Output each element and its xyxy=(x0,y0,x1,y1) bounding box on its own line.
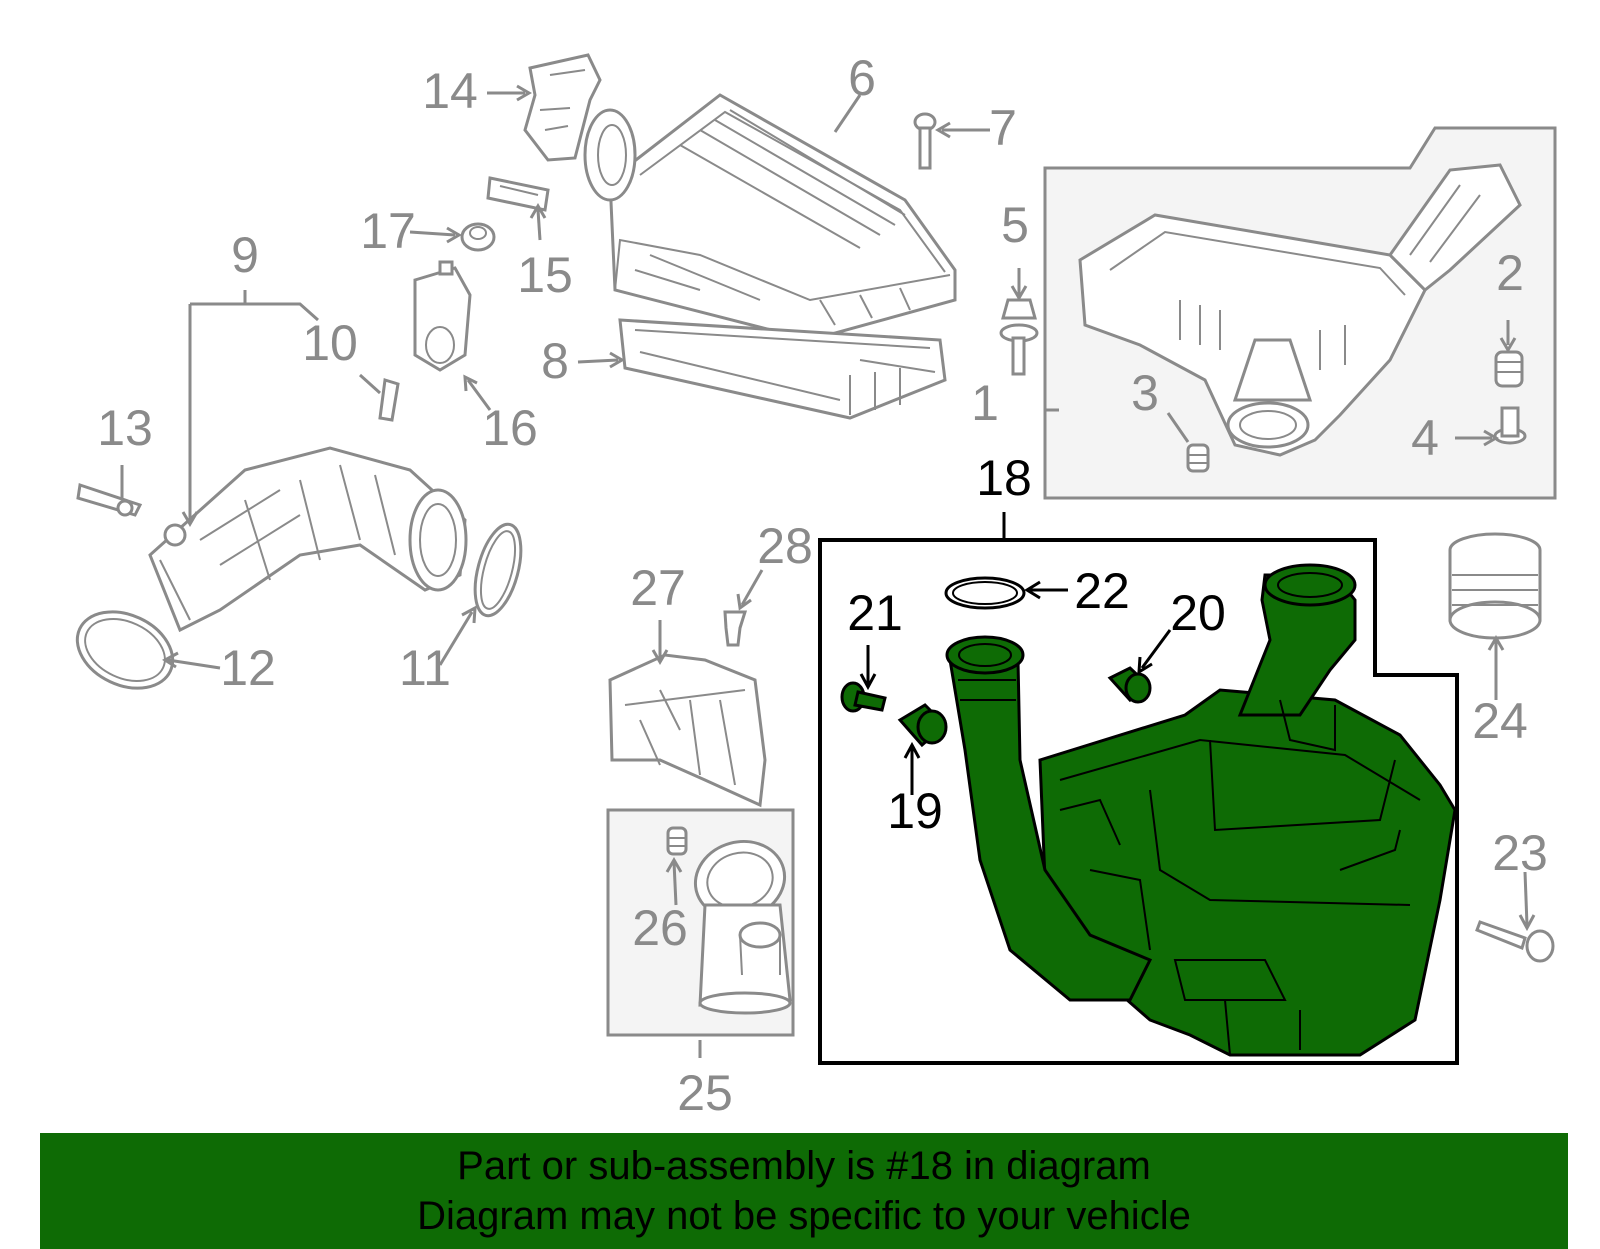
grommet-part-19[interactable] xyxy=(897,703,948,748)
air-filter-element-part-8[interactable] xyxy=(618,318,947,420)
banner-line-2: Diagram may not be specific to your vehi… xyxy=(417,1194,1191,1238)
hose-clamp-part-12[interactable] xyxy=(65,597,185,703)
air-cleaner-case-part-1[interactable] xyxy=(1078,163,1522,457)
callout-17: 17 xyxy=(360,203,416,259)
callout-8: 8 xyxy=(541,333,569,389)
rubber-boot-part-24[interactable] xyxy=(1448,532,1542,640)
callout-26: 26 xyxy=(632,900,688,956)
callout-1: 1 xyxy=(971,375,999,431)
bracket-part-27[interactable] xyxy=(608,653,767,808)
bolt-part-7[interactable] xyxy=(913,112,937,170)
callout-15: 15 xyxy=(517,247,573,303)
callout-9: 9 xyxy=(231,227,259,283)
callout-13: 13 xyxy=(97,400,153,456)
bolt-part-23[interactable] xyxy=(1475,920,1555,963)
callout-25: 25 xyxy=(677,1065,733,1121)
callout-4: 4 xyxy=(1411,410,1439,466)
resonator-tube-part-25[interactable] xyxy=(687,832,794,1015)
callout-23: 23 xyxy=(1492,825,1548,881)
callout-14: 14 xyxy=(422,63,478,119)
air-cleaner-cover-part-6[interactable] xyxy=(583,93,957,342)
callout-21: 21 xyxy=(847,585,903,641)
callout-27: 27 xyxy=(630,560,686,616)
gasket-ring-part-22[interactable] xyxy=(944,576,1026,610)
banner-line-1: Part or sub-assembly is #18 in diagram xyxy=(457,1144,1151,1188)
callout-28: 28 xyxy=(757,518,813,574)
callout-5: 5 xyxy=(1001,197,1029,253)
callout-12: 12 xyxy=(220,640,276,696)
clip-part-28[interactable] xyxy=(723,610,748,647)
airflow-sensor-part-14[interactable] xyxy=(523,53,602,162)
callout-7: 7 xyxy=(989,100,1017,156)
callout-11: 11 xyxy=(399,640,451,696)
sensor-part-13[interactable] xyxy=(76,483,143,517)
grey-leader-lines xyxy=(120,84,1536,1058)
grommet-part-3[interactable] xyxy=(1186,443,1210,473)
sensor-part-10[interactable] xyxy=(378,378,400,422)
callout-22: 22 xyxy=(1074,563,1130,619)
grommet-part-2[interactable] xyxy=(1494,350,1524,388)
callout-6: 6 xyxy=(848,50,876,106)
resonator-assembly-part-18[interactable] xyxy=(945,563,1457,1057)
bolt-part-21[interactable] xyxy=(840,681,887,713)
sensor-housing-part-16[interactable] xyxy=(413,260,472,372)
grommet-part-26[interactable] xyxy=(666,826,688,856)
callout-10: 10 xyxy=(302,315,358,371)
intake-duct-part-9[interactable] xyxy=(148,446,468,633)
bolt-part-5[interactable] xyxy=(999,298,1039,376)
info-banner: Part or sub-assembly is #18 in diagram D… xyxy=(40,1133,1568,1249)
callout-20: 20 xyxy=(1170,585,1226,641)
o-ring-part-11[interactable] xyxy=(467,519,530,620)
callout-24: 24 xyxy=(1472,693,1528,749)
callout-2: 2 xyxy=(1496,245,1524,301)
callout-16: 16 xyxy=(482,400,538,456)
black-leader-lines xyxy=(859,512,1172,795)
callout-3: 3 xyxy=(1131,365,1159,421)
collar-part-4[interactable] xyxy=(1493,406,1527,445)
callout-labels: 1 2 3 4 5 6 7 8 9 10 11 12 13 14 15 16 1… xyxy=(97,50,1548,1121)
gasket-part-15[interactable] xyxy=(486,176,550,212)
callout-18: 18 xyxy=(976,450,1032,506)
grommet-part-17[interactable] xyxy=(460,222,496,252)
callout-19: 19 xyxy=(887,783,943,839)
